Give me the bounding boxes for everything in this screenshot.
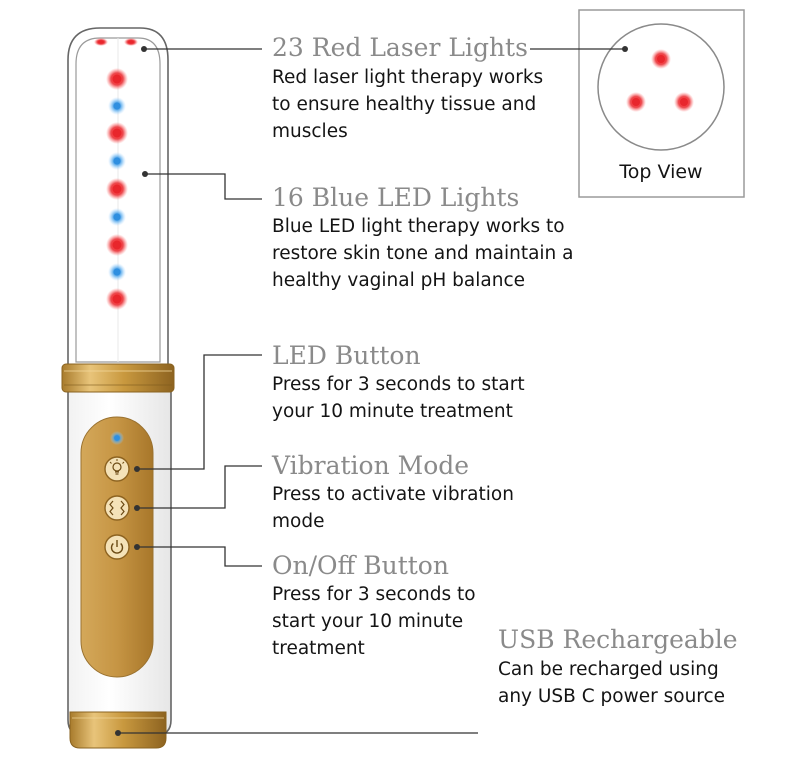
led-button[interactable] [104, 456, 130, 482]
leader-dot [115, 730, 121, 736]
top-view-circle [597, 23, 725, 151]
vibration-mode-title: Vibration Mode [272, 451, 470, 480]
vibration-button[interactable] [104, 495, 130, 521]
leader-dot [141, 46, 147, 52]
red-light-core [112, 128, 122, 138]
onoff-button-title: On/Off Button [272, 551, 449, 580]
leader-line-blue-led [145, 173, 262, 200]
leader-line-vibration [137, 465, 262, 509]
red-light-core [112, 74, 122, 84]
onoff-button-description: Press for 3 seconds to start your 10 min… [272, 584, 476, 659]
vibration-mode-description: Press to activate vibration mode [272, 484, 514, 532]
top-view-box [578, 9, 745, 198]
leader-line-led-button [137, 354, 262, 470]
top-view-red-light-core [632, 98, 640, 106]
blue-light-core [113, 102, 121, 110]
leader-dot [142, 171, 148, 177]
blue-light-core [113, 213, 121, 221]
status-indicator-light-core [114, 435, 120, 441]
usb-description: Can be recharged using any USB C power s… [498, 659, 726, 707]
top-view-label: Top View [619, 161, 703, 183]
power-button[interactable] [104, 534, 130, 560]
top-view-red-light-core [680, 98, 688, 106]
blue-led-description: Blue LED light therapy works to restore … [272, 216, 574, 291]
gold-collar [61, 363, 175, 393]
red-light-core [112, 294, 122, 304]
leader-dot [134, 505, 140, 511]
led-button-description: Press for 3 seconds to start your 10 min… [272, 374, 525, 422]
blue-led-title: 16 Blue LED Lights [272, 183, 520, 212]
leader-dot [134, 466, 140, 472]
led-button-title: LED Button [272, 341, 421, 370]
power-icon [110, 540, 124, 554]
leader-dot [622, 46, 628, 52]
leader-line-onoff [137, 546, 262, 567]
usb-title: USB Rechargeable [498, 625, 738, 654]
tip-red-lights [94, 38, 138, 46]
red-laser-title: 23 Red Laser Lights [272, 33, 528, 62]
red-light-core [112, 240, 122, 250]
led-column [106, 68, 128, 310]
red-laser-description: Red laser light therapy works to ensure … [272, 67, 544, 142]
leader-dot [134, 544, 140, 550]
vibration-icon [109, 500, 125, 516]
blue-light-core [113, 268, 121, 276]
blue-light-core [113, 157, 121, 165]
red-light-core [112, 184, 122, 194]
lightbulb-icon [109, 459, 125, 475]
top-view-red-light-core [657, 55, 665, 63]
leader-lines [115, 46, 628, 736]
